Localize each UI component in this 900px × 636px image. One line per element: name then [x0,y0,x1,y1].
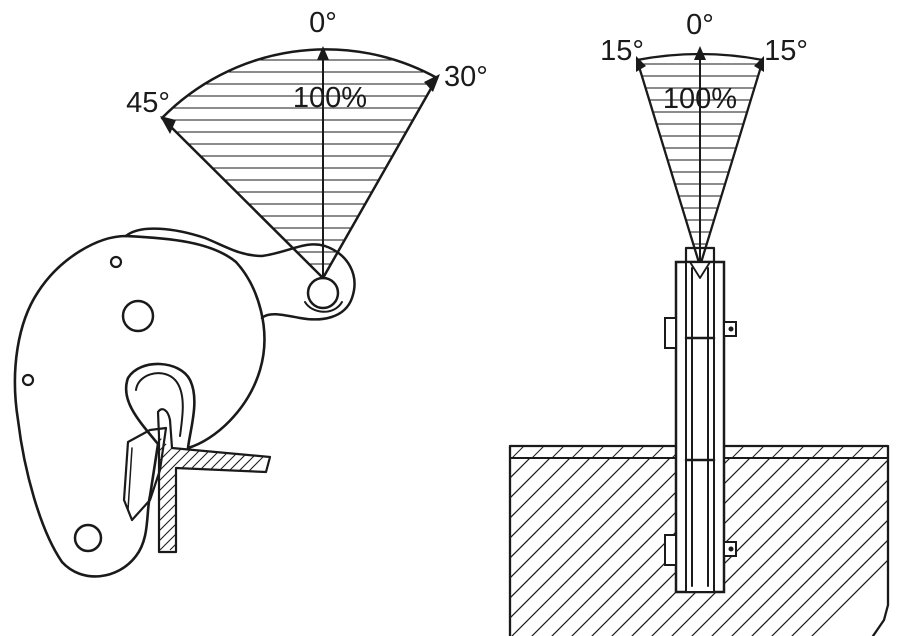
left-diagram: 0° 30° 45° 100% [13,7,488,578]
left-30-arrowhead [424,74,440,92]
side-bolt-upper-dot [728,326,734,332]
ground-block [508,444,890,636]
right-right-arrowhead [754,56,764,72]
shackle-hole [306,276,340,310]
small-hole-left [21,373,35,387]
clamp-lifting-arm [124,227,356,321]
left-label-100pct: 100% [293,82,367,114]
clamp-side-top-eye [684,246,716,264]
shackle-hole-rim [304,301,343,313]
ground-outline [508,444,890,636]
right-label-100pct: 100% [663,83,737,115]
small-hole-top [109,255,123,269]
clamp-throat-inner [135,372,184,437]
left-label-45deg: 45° [126,87,170,119]
clamp-side-view [664,246,737,594]
left-label-30deg: 30° [444,61,488,93]
left-fan-outline [160,48,439,280]
clamp-body [13,234,266,578]
right-label-15deg-right: 15° [764,35,808,67]
side-lug-lower-left [664,534,677,566]
right-left-arrowhead [636,56,646,72]
right-angle-fan: 0° 15° 15° 100% [600,9,808,268]
clamp-cam-jaw [122,426,168,522]
left-angle-fan: 0° 30° 45° 100% [126,7,488,280]
side-lug-upper-left [664,317,677,349]
side-bolt-lower-dot [728,546,734,552]
clamp-side-eye-point [689,261,711,279]
plate-outline [156,408,272,554]
left-center-arrowhead [317,46,329,60]
right-label-15deg-left: 15° [600,35,644,67]
right-diagram: 0° 15° 15° 100% [508,9,890,636]
right-label-0deg: 0° [686,9,714,41]
clamp-side-inner [685,261,715,593]
cam-jaw-line [127,447,133,511]
left-45-arrowhead [160,116,176,134]
pivot-hole [121,299,155,333]
right-center-arrowhead [694,46,706,60]
lower-hole [73,523,103,553]
left-label-0deg: 0° [309,7,337,39]
